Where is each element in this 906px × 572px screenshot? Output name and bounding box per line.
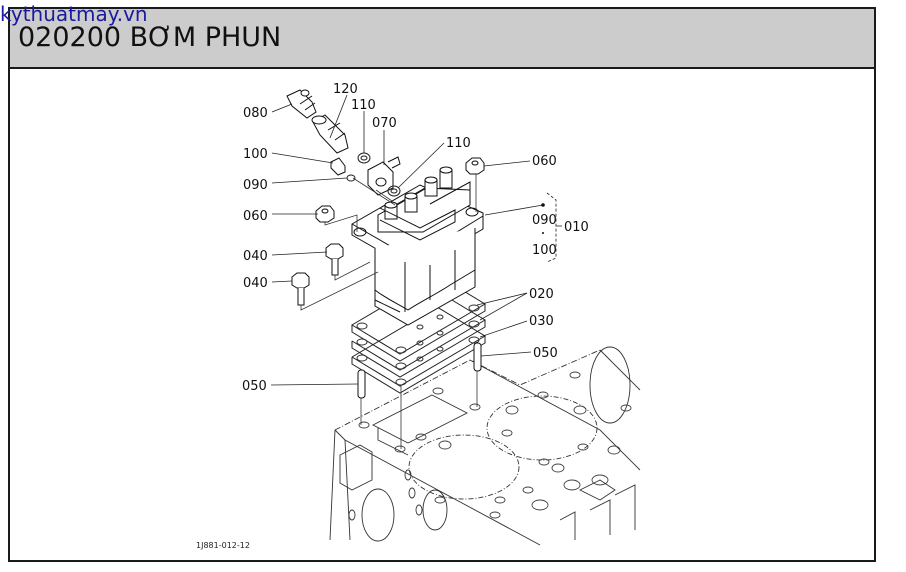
assembly-guide-lines [300,174,478,449]
callout-110[interactable]: 110 [446,136,471,151]
nut-060b [465,157,485,175]
callout-050[interactable]: 050 [533,346,558,361]
header-bar: 020200 BƠM PHUN [10,9,874,69]
callout-010-090[interactable]: 090 [532,213,557,228]
leader-lines [270,94,562,386]
stud-050a [357,369,366,399]
callout-010[interactable]: 010 [564,220,589,235]
watermark-text: kythuatmay.vn [0,2,148,26]
fitting-120 [311,114,349,154]
washer-110b [387,185,401,197]
parts-frame: 020200 BƠM PHUN [8,7,876,562]
callout-040[interactable]: 040 [243,249,268,264]
callout-050[interactable]: 050 [242,379,267,394]
bolt-040a [325,243,344,276]
callout-060[interactable]: 060 [243,209,268,224]
callout-010-100[interactable]: 100 [532,243,557,258]
callout-040[interactable]: 040 [243,276,268,291]
callout-110[interactable]: 110 [351,98,376,113]
bolt-040b [291,272,310,306]
callout-120[interactable]: 120 [333,82,358,97]
page-title: 020200 BƠM PHUN [18,22,282,53]
callout-030[interactable]: 030 [529,314,554,329]
callout-080[interactable]: 080 [243,106,268,121]
screw-100 [330,157,346,176]
callout-020[interactable]: 020 [529,287,554,302]
callout-070[interactable]: 070 [372,116,397,131]
callout-labels: 080 120 110 070 110 100 090 060 060 040 … [242,82,589,394]
bullet-dot [541,203,545,207]
stud-050b [473,342,482,372]
nut-060a [315,205,335,223]
washer-090 [346,174,356,182]
gasket-holes [356,304,480,386]
bullet-dot-small [542,232,544,234]
callout-090[interactable]: 090 [243,178,268,193]
engine-block [329,346,641,546]
callout-060[interactable]: 060 [532,154,557,169]
union-070 [367,156,401,196]
injection-pump-body [351,166,484,326]
washer-110a [357,152,371,164]
figure-code: 1J881-012-12 [196,541,250,550]
callout-100[interactable]: 100 [243,147,268,162]
fitting-080 [286,89,317,119]
